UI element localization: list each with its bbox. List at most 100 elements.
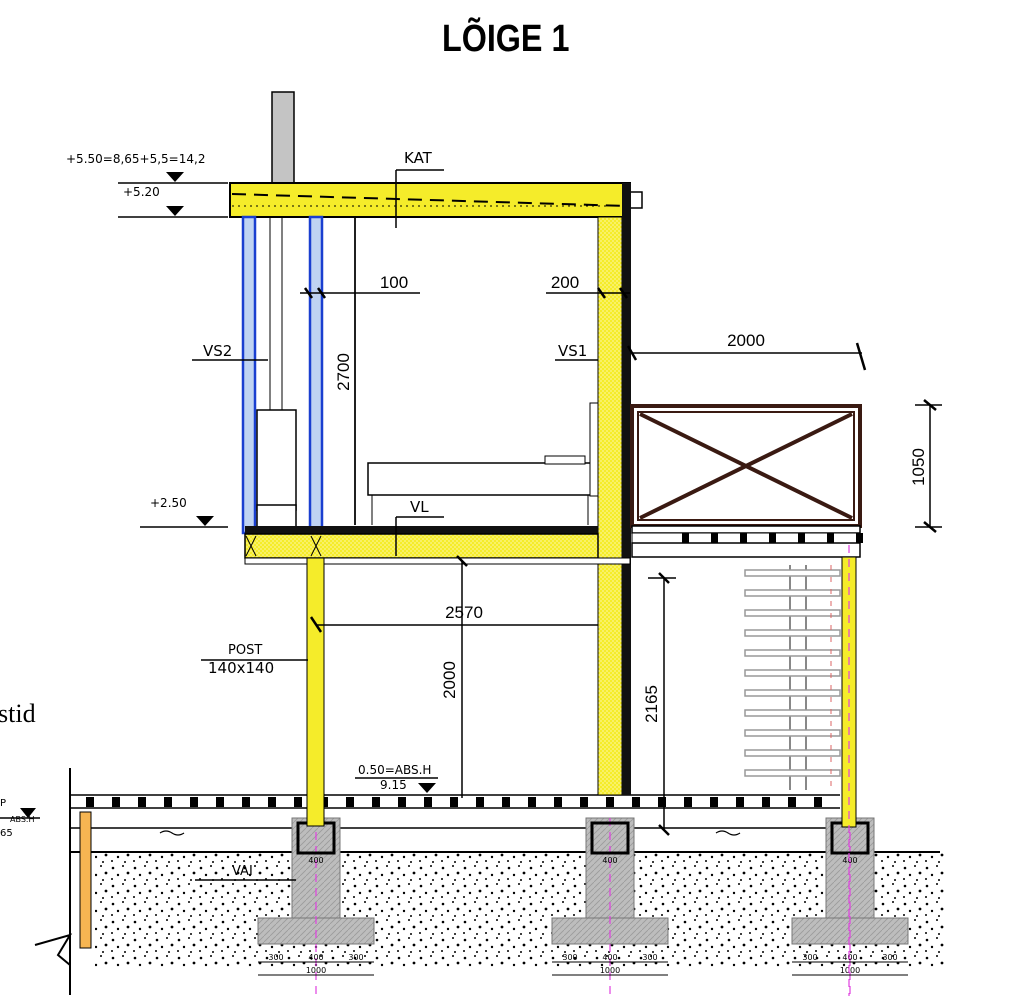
- stair-tread: [744, 769, 841, 777]
- footing-dim: 1000: [840, 966, 860, 975]
- label-wall-left: VS2: [203, 342, 232, 360]
- stair-tread: [744, 629, 841, 637]
- footing-dim: 400: [308, 856, 323, 865]
- deck-joist: [736, 797, 744, 807]
- stair-tread: [744, 669, 841, 677]
- stair-tread: [744, 609, 841, 617]
- deck-joist: [710, 797, 718, 807]
- left-edge: [34, 768, 92, 995]
- dim-room-height: 2700: [334, 353, 353, 391]
- deck-joist: [554, 797, 562, 807]
- deck-joist: [112, 797, 120, 807]
- deck-joist: [242, 797, 250, 807]
- label-wall-right: VS1: [558, 342, 587, 360]
- footing-dim: 300: [642, 953, 657, 962]
- footing-dim: 1000: [600, 966, 620, 975]
- level-left-val: 65: [0, 828, 13, 839]
- roof-slab: [229, 182, 643, 218]
- level-floor: +2.50: [150, 496, 187, 510]
- stair-tread: [744, 689, 841, 697]
- footing-dim: 400: [842, 856, 857, 865]
- stair-tread: [744, 709, 841, 717]
- balcony-joist: [711, 533, 718, 543]
- chimney: [271, 91, 295, 185]
- deck-joist: [632, 797, 640, 807]
- stair-ladder: [744, 565, 841, 790]
- deck-joist: [138, 797, 146, 807]
- label-roof: KAT: [404, 149, 433, 167]
- footing-dim: 300: [348, 953, 363, 962]
- deck-joist: [346, 797, 354, 807]
- deck-joist: [294, 797, 302, 807]
- level-roof-bottom: +5.20: [123, 185, 160, 199]
- dim-clearance: 2165: [642, 685, 661, 723]
- balcony-joist: [740, 533, 747, 543]
- deck-joist: [684, 797, 692, 807]
- dim-railing-height: 1050: [909, 448, 928, 486]
- footing: 300 400 300 1000 400: [257, 817, 375, 996]
- balcony-joist: [798, 533, 805, 543]
- label-post: POST: [228, 643, 262, 658]
- ground-gravel: [95, 852, 945, 967]
- deck-joist: [606, 797, 614, 807]
- stair-tread: [744, 649, 841, 657]
- dim-post-height: 2000: [440, 661, 459, 699]
- level-markers: [20, 172, 436, 818]
- ground-deck: [70, 794, 940, 853]
- dim-wall-right: 200: [551, 273, 579, 292]
- deck-joist: [190, 797, 198, 807]
- dim-balcony-depth: 2000: [727, 331, 765, 350]
- deck-joist: [450, 797, 458, 807]
- dim-span: 2570: [445, 603, 483, 622]
- footing: 300 400 300 1000 400: [791, 817, 909, 996]
- footing-dim: 300: [882, 953, 897, 962]
- balcony-joist: [856, 533, 863, 543]
- label-floor: VL: [410, 498, 429, 516]
- section-break-mark: [159, 830, 185, 836]
- deck-joist: [762, 797, 770, 807]
- deck-joist: [658, 797, 666, 807]
- footing-dim: 400: [602, 953, 617, 962]
- deck-joist: [398, 797, 406, 807]
- label-foundation: VAI: [232, 864, 253, 879]
- balcony-joist: [769, 533, 776, 543]
- deck-joist: [372, 797, 380, 807]
- deck-joist: [814, 797, 822, 807]
- level-ground-abs: 9.15: [380, 778, 407, 792]
- stair-tread: [744, 729, 841, 737]
- deck-joists: [86, 797, 822, 807]
- stair-tread: [744, 569, 841, 577]
- deck-joist: [86, 797, 94, 807]
- deck-joist: [476, 797, 484, 807]
- deck-joist: [216, 797, 224, 807]
- dim-wall-left: 100: [380, 273, 408, 292]
- deck-joist: [528, 797, 536, 807]
- side-text: stid: [0, 699, 36, 728]
- balcony-joists: [682, 533, 863, 543]
- deck-joist: [424, 797, 432, 807]
- right-wall: [597, 183, 631, 796]
- footing-dim: 300: [268, 953, 283, 962]
- footing-dim: 1000: [306, 966, 326, 975]
- deck-joist: [788, 797, 796, 807]
- deck-joist: [268, 797, 276, 807]
- deck-joist: [164, 797, 172, 807]
- balcony-joist: [827, 533, 834, 543]
- page-title: LÕIGE 1: [441, 18, 570, 60]
- level-roof-top: +5.50=8,65+5,5=14,2: [66, 152, 205, 166]
- level-left-abs: ABS.H: [10, 815, 34, 824]
- section-break-mark: [715, 830, 741, 836]
- footing-dim: 400: [842, 953, 857, 962]
- stair-tread: [744, 589, 841, 597]
- stair-tread: [744, 749, 841, 757]
- label-post-size: 140x140: [208, 659, 274, 677]
- footing-dim: 400: [308, 953, 323, 962]
- level-left-p: P: [0, 798, 6, 809]
- post: [306, 557, 325, 827]
- footing-dim: 300: [802, 953, 817, 962]
- deck-joist: [580, 797, 588, 807]
- level-ground: 0.50=ABS.H: [358, 763, 431, 777]
- dimension-lines: [0, 169, 942, 881]
